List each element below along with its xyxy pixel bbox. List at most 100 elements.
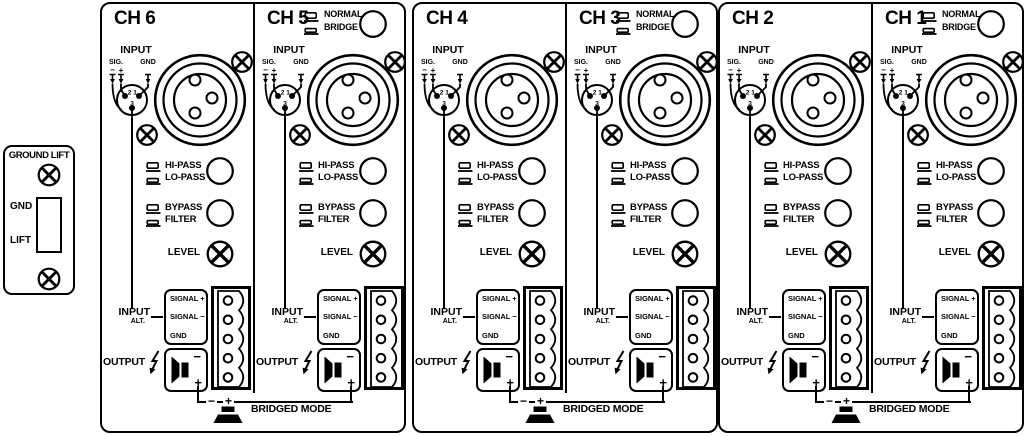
level-label: LEVEL [632,247,665,258]
switch-out-icon [611,162,626,172]
bridge-wire-right [350,386,352,403]
normal-label: NORMAL [942,9,981,19]
bypass-filter-button[interactable] [517,198,547,228]
bridge-wire-left [197,386,199,403]
bridged-mode-label: BRIDGED MODE [563,403,644,415]
switch-out-icon [611,204,626,214]
hi-lo-pass-button[interactable] [205,156,235,186]
signal-gnd-label: GND [941,331,958,340]
normal-label: NORMAL [324,9,363,19]
alt-input-label: INPUT [118,306,151,318]
signal-plus-label: SIGNAL + [170,294,205,303]
plus-label: + [431,66,436,75]
pin1-label: 1 [286,90,290,97]
bypass-filter-button[interactable] [823,198,853,228]
screw-icon [1002,51,1024,73]
level-knob[interactable] [205,239,235,269]
xlr-connector [465,53,559,147]
pin2-label: 2 [440,90,444,97]
terminal-block [364,286,404,390]
output-label: OUTPUT [256,356,298,368]
filter-label: FILTER [936,214,968,225]
connector-line [463,316,475,318]
output-plus-label: + [812,375,820,390]
hi-lo-pass-button[interactable] [517,156,547,186]
level-knob[interactable] [358,239,388,269]
pin-dots [893,93,913,111]
bridge-speaker-icon [831,406,861,423]
speaker-icon [789,356,807,384]
hi-pass-label: HI-PASS [783,160,820,171]
screw-icon [37,267,61,291]
output-plus-label: + [506,375,514,390]
terminal-block [211,286,251,390]
minus-label: − [263,66,268,75]
level-knob[interactable] [670,239,700,269]
lo-pass-label: LO-PASS [783,172,824,183]
plus-label: + [119,66,124,75]
output-box: − + [935,348,979,392]
level-knob[interactable] [517,239,547,269]
bridged-mode-label: BRIDGED MODE [869,403,950,415]
alt-label: ALT. [442,318,457,325]
switch-out-icon [146,162,161,172]
ground-lift-title: GROUND LIFT [8,150,70,161]
pin3-label: 3 [130,101,134,108]
terminal-block [829,286,869,390]
filter-label: FILTER [318,214,350,225]
ground-lift-switch[interactable] [36,197,62,253]
signal-trace-line [131,118,133,308]
alt-input-signal-box: SIGNAL + SIGNAL − GND [629,289,673,345]
gnd-label: GND [10,201,33,212]
sig-label: SIG. [262,59,276,66]
channel-pair-module: CH 6 NORMAL BRIDGE INPUT SIG. GND − + [100,2,406,433]
xlr-pin-diagram: SIG. GND − + [262,59,309,118]
normal-bridge-button[interactable] [670,9,700,39]
input-label: INPUT [738,44,770,56]
bypass-filter-button[interactable] [205,198,235,228]
bypass-filter-button[interactable] [358,198,388,228]
plus-label: + [584,66,589,75]
bridge-minus-label: − [518,394,530,408]
hi-lo-pass-button[interactable] [976,156,1006,186]
bridge-plus-label: + [841,394,853,408]
pin2-label: 2 [899,90,903,97]
level-knob[interactable] [823,239,853,269]
bypass-filter-button[interactable] [670,198,700,228]
minus-label: − [110,66,115,75]
filter-label: FILTER [630,214,662,225]
sig-label: SIG. [421,59,435,66]
minus-label: − [422,66,427,75]
xlr-pin-diagram: SIG. GND − + [727,59,774,118]
hi-lo-pass-button[interactable] [823,156,853,186]
level-knob[interactable] [976,239,1006,269]
bypass-filter-button[interactable] [976,198,1006,228]
switch-in-icon [146,219,161,227]
bypass-label: BYPASS [477,202,515,213]
switch-out-icon [299,162,314,172]
pin1-label: 1 [751,90,755,97]
xlr-connector [771,53,865,147]
hi-lo-pass-button[interactable] [670,156,700,186]
hi-lo-pass-button[interactable] [358,156,388,186]
output-label: OUTPUT [874,356,916,368]
switch-out-icon [458,204,473,214]
signal-gnd-label: GND [170,331,187,340]
switch-out-icon [764,162,779,172]
pin2-label: 2 [128,90,132,97]
pin3-label: 3 [283,101,287,108]
bridged-mode-label: BRIDGED MODE [251,403,332,415]
channel-strip: CH 5 NORMAL BRIDGE INPUT SIG. GND − + [255,4,408,431]
pin-marker-icon [421,73,463,79]
screw-icon [136,124,158,146]
normal-bridge-button[interactable] [358,9,388,39]
pin2-label: 2 [746,90,750,97]
output-plus-label: + [194,375,202,390]
lightning-bolt-icon [302,350,313,375]
output-minus-label: − [193,349,201,364]
output-box: − + [476,348,520,392]
output-box: − + [782,348,826,392]
xlr-pin-diagram: SIG. GND − + [421,59,468,118]
normal-bridge-button[interactable] [976,9,1006,39]
input-label: INPUT [891,44,923,56]
